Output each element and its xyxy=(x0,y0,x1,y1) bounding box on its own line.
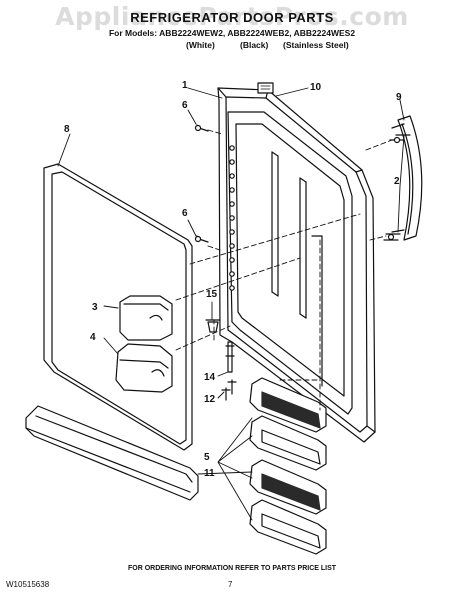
variant-stainless: (Stainless Steel) xyxy=(283,40,349,50)
callout-15: 15 xyxy=(206,289,218,300)
door-bins xyxy=(249,377,327,555)
variant-black: (Black) xyxy=(240,40,269,50)
screw-group xyxy=(194,124,411,401)
callout-3: 3 xyxy=(92,302,98,313)
callout-1: 1 xyxy=(182,80,188,91)
fastener-parts xyxy=(205,319,235,373)
watermark: AppliancePartsPros.com xyxy=(55,2,409,31)
door-frame xyxy=(217,87,376,443)
door-liner-panel xyxy=(43,163,193,451)
callout-10: 10 xyxy=(310,82,322,93)
nameplate-part xyxy=(257,82,274,94)
callout-14: 14 xyxy=(204,372,216,383)
door-bin-2 xyxy=(249,415,327,471)
variant-white: (White) xyxy=(186,40,215,50)
door-bin-3 xyxy=(249,459,327,515)
model-list: For Models: ABB2224WEW2, ABB2224WEB2, AB… xyxy=(108,28,356,38)
callout-6-lower: 6 xyxy=(182,208,188,219)
document-number: W10515638 xyxy=(6,580,50,589)
ordering-note: FOR ORDERING INFORMATION REFER TO PARTS … xyxy=(127,565,337,572)
callout-11: 11 xyxy=(204,468,215,479)
callout-4: 4 xyxy=(90,332,96,343)
door-handle xyxy=(391,115,423,241)
callout-6-upper: 6 xyxy=(182,100,188,111)
callout-8: 8 xyxy=(64,124,70,135)
callout-12: 12 xyxy=(204,394,216,405)
assembly-dashed-lines xyxy=(175,129,393,411)
page-number: 7 xyxy=(228,580,233,589)
door-bin-1 xyxy=(249,377,327,433)
dairy-compartment xyxy=(115,295,173,393)
leader-lines xyxy=(57,87,405,521)
callout-5: 5 xyxy=(204,452,210,463)
callout-9: 9 xyxy=(396,92,402,103)
door-bin-4 xyxy=(249,499,327,555)
bottom-door-bin xyxy=(25,405,199,501)
callout-2: 2 xyxy=(394,176,400,187)
diagram-title: REFRIGERATOR DOOR PARTS xyxy=(130,10,334,25)
